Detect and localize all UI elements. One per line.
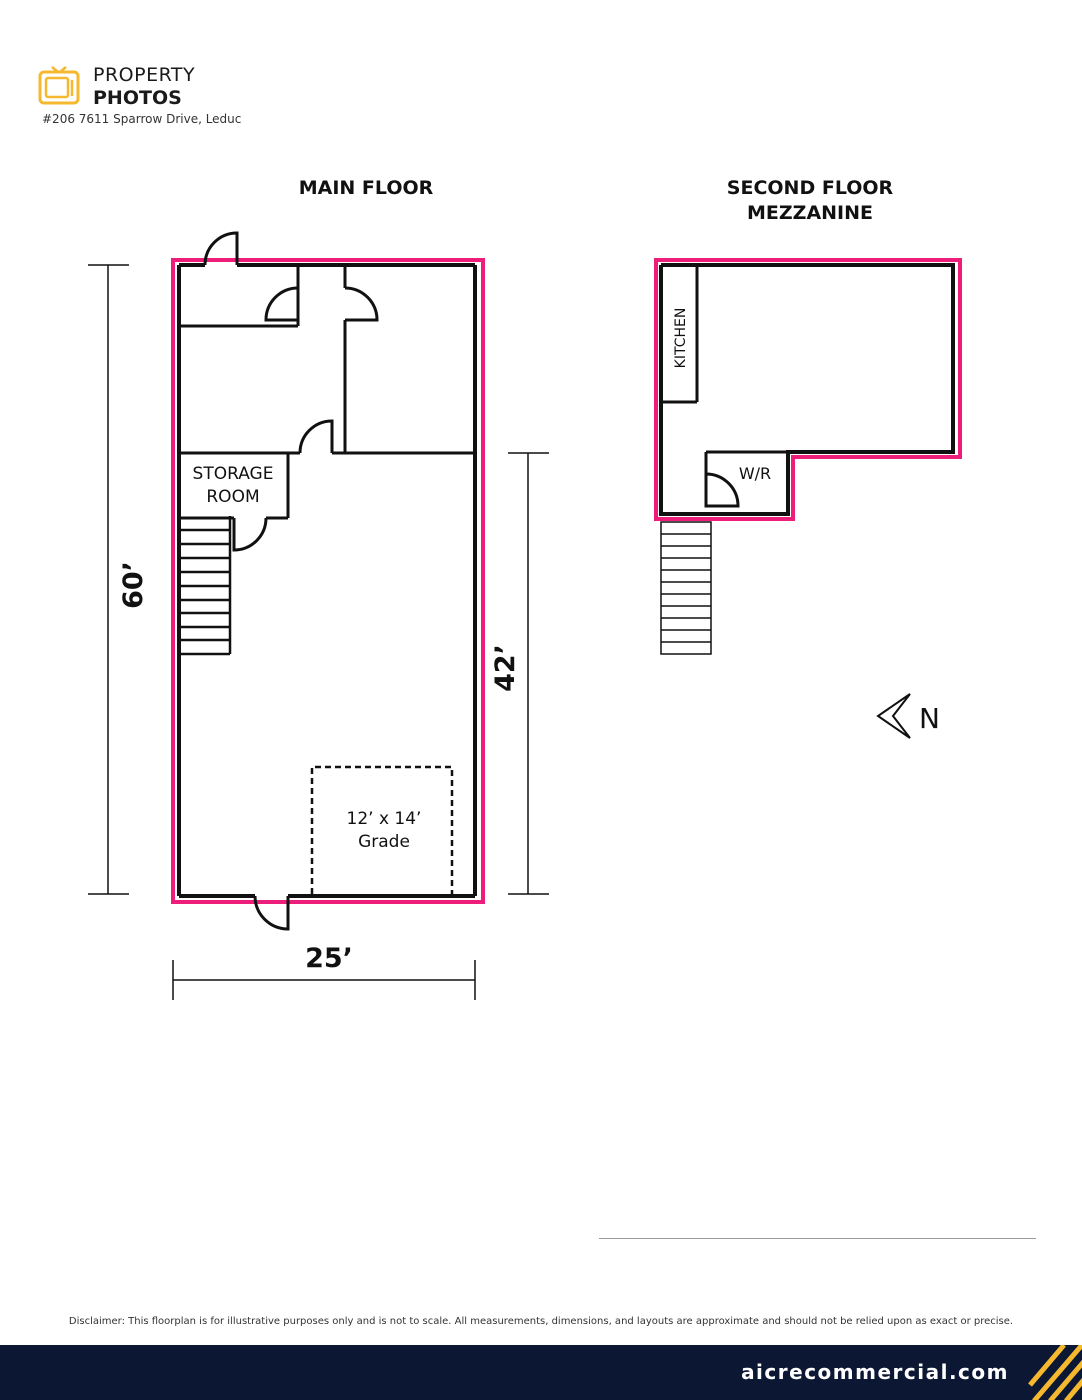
main-floor-title: MAIN FLOOR [299,177,434,199]
header-subtitle: PHOTOS [93,87,182,109]
footer-bar: aicrecommercial.com [0,1345,1082,1400]
storage-room-label-line2: ROOM [206,487,259,507]
header-title: PROPERTY [93,64,196,86]
main-floor-plan [171,231,485,931]
kitchen-label: KITCHEN [673,308,689,369]
storage-room-label: STORAGE [193,464,274,484]
floor-plan: MAIN FLOOR SECOND FLOOR MEZZANINE [88,177,962,1000]
dimension-partial-height: 42’ [490,644,521,692]
north-arrow-icon [876,693,911,739]
dimension-width: 25’ [305,943,353,974]
tv-icon [38,66,80,105]
dimension-lines [88,264,549,1000]
washroom-label: W/R [739,464,771,483]
property-address: #206 7611 Sparrow Drive, Leduc [42,112,242,126]
disclaimer-text: Disclaimer: This floorplan is for illust… [68,1316,1014,1327]
stripes-decoration [1028,1345,1082,1400]
mezzanine-title: MEZZANINE [747,202,873,224]
grade-door-label: Grade [358,832,410,852]
second-floor-plan [654,258,962,655]
grade-door-size: 12’ x 14’ [347,809,422,829]
signature-line [599,1238,1036,1239]
compass-label: N [919,702,940,735]
second-floor-title: SECOND FLOOR [727,177,894,199]
website-link[interactable]: aicrecommercial.com [741,1360,1009,1384]
dimension-height: 60’ [118,561,149,609]
